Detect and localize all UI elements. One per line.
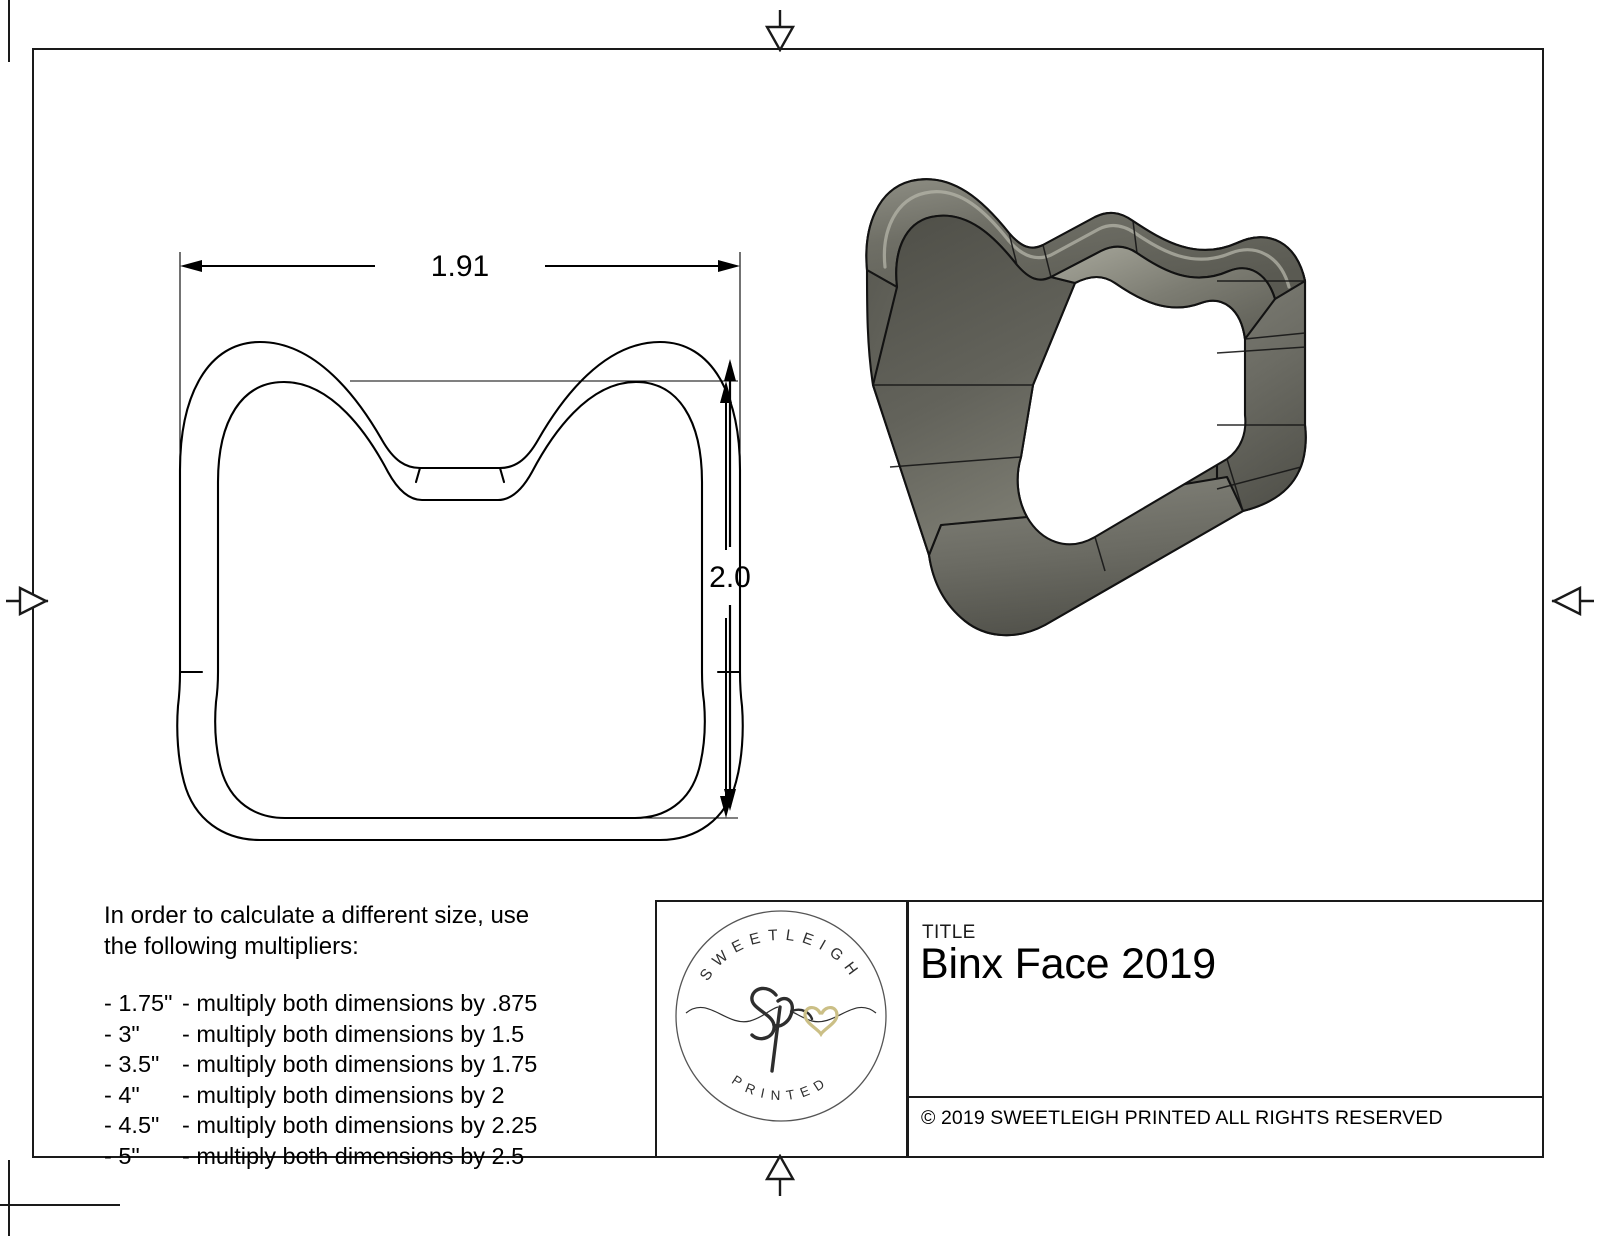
logo-circle <box>675 910 887 1122</box>
logo-monogram <box>750 986 814 1073</box>
logo-bottom-text: PRINTED <box>729 1072 833 1103</box>
crop-mark-left-top <box>8 0 10 62</box>
center-mark-top <box>764 10 796 52</box>
page-title: Binx Face 2019 <box>920 940 1216 988</box>
multiplier-list: - 1.75" - multiply both dimensions by .8… <box>104 988 624 1171</box>
copyright-notice: © 2019 SWEETLEIGH PRINTED ALL RIGHTS RES… <box>921 1107 1443 1129</box>
front-view-drawing: 1.91 <box>176 250 744 842</box>
multiplier-text: - multiply both dimensions by 1.75 <box>182 1051 538 1077</box>
multiplier-size: - 4.5" <box>104 1112 160 1138</box>
dimension-width-label: 1.91 <box>431 250 489 283</box>
multiplier-size: - 3.5" <box>104 1051 160 1077</box>
title-block-divider-vertical <box>906 900 909 1158</box>
logo-heart-icon <box>803 1006 839 1038</box>
isometric-model-view <box>865 178 1307 637</box>
multiplier-text: - multiply both dimensions by 2.5 <box>182 1142 525 1169</box>
outer-profile-path <box>176 340 744 842</box>
notes-heading-line2: the following multipliers: <box>104 933 359 960</box>
multiplier-text: - multiply both dimensions by .875 <box>182 990 538 1016</box>
title-block <box>655 900 1544 1158</box>
list-item: - 1.75" - multiply both dimensions by .8… <box>104 988 624 1019</box>
title-block-divider-horizontal <box>906 1096 1544 1098</box>
multiplier-size: - 3" <box>104 1020 140 1047</box>
sweetleigh-printed-logo: SWEETLEIGH PRINTED <box>675 910 887 1122</box>
multiplier-text: - multiply both dimensions by 2 <box>182 1081 505 1108</box>
crop-mark-left-bottom <box>8 1160 10 1236</box>
list-item: - 3.5" - multiply both dimensions by 1.7… <box>104 1049 624 1080</box>
notes-heading-line1: In order to calculate a different size, … <box>104 902 530 929</box>
inner-profile-path <box>214 380 706 820</box>
dimension-width <box>180 260 740 272</box>
list-item: - 4.5" - multiply both dimensions by 2.2… <box>104 1110 624 1141</box>
notes-block: In order to calculate a different size, … <box>104 900 624 1171</box>
list-item: - 4" - multiply both dimensions by 2 <box>104 1080 624 1111</box>
logo-top-text: SWEETLEIGH <box>697 927 865 984</box>
multiplier-text: - multiply both dimensions by 2.25 <box>182 1112 538 1138</box>
center-mark-bottom <box>764 1154 796 1196</box>
center-mark-left <box>6 586 49 616</box>
model-rim-highlight <box>882 190 1291 289</box>
ear-notch-tick-left <box>414 466 422 484</box>
ear-notch-tick-right <box>498 466 506 484</box>
list-item: - 3" - multiply both dimensions by 1.5 <box>104 1019 624 1050</box>
dimension-height-label: 2.0 <box>709 561 751 594</box>
title-label: TITLE <box>922 922 976 943</box>
multiplier-size: - 5" <box>104 1142 140 1169</box>
list-item: - 5" - multiply both dimensions by 2.5 <box>104 1141 624 1172</box>
model-facet-seams <box>866 220 1307 572</box>
logo-flourish <box>685 1006 877 1023</box>
multiplier-size: - 4" <box>104 1081 140 1108</box>
multiplier-text: - multiply both dimensions by 1.5 <box>182 1020 525 1047</box>
multiplier-size: - 1.75" <box>104 990 173 1016</box>
dimension-height-group: 2.0 <box>709 359 751 811</box>
center-mark-right <box>1551 586 1594 616</box>
crop-mark-bottom-left <box>0 1204 120 1206</box>
